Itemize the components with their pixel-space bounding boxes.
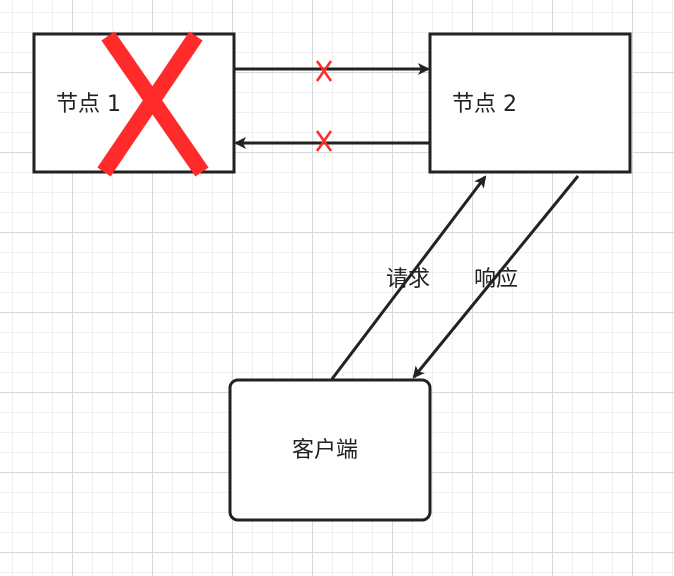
- response-label: 响应: [474, 267, 519, 292]
- request-label: 请求: [386, 267, 431, 292]
- arrow-request: [330, 175, 487, 380]
- arrow-response: [412, 175, 580, 379]
- client-box[interactable]: [228, 378, 432, 522]
- link-cross-icon: [315, 60, 333, 82]
- node-1-box[interactable]: [32, 32, 236, 174]
- node-2-box[interactable]: [428, 32, 632, 174]
- node-1-label: 节点 1: [56, 92, 121, 117]
- failure-cross-icon: [97, 31, 209, 177]
- node-2-label: 节点 2: [452, 92, 517, 117]
- client-label: 客户端: [292, 438, 359, 463]
- link-cross-icon: [315, 130, 333, 152]
